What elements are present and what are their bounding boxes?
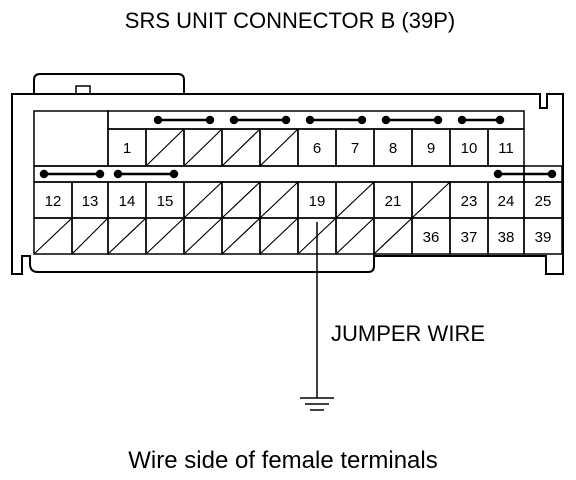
pin-39-label: 39 (535, 229, 552, 246)
shorting-bar-icon (39, 115, 557, 179)
row-middle (33, 165, 563, 219)
pin-38-label: 38 (498, 229, 515, 246)
pin-23-label: 23 (461, 193, 478, 210)
housing-outline (11, 93, 564, 275)
pin-numbers: 1 6 7 8 9 10 11 12 13 14 15 19 21 23 24 … (45, 140, 552, 246)
tab-slot (75, 85, 91, 95)
unused-cavity-marks (33, 128, 451, 255)
pin-12-label: 12 (45, 193, 62, 210)
pin-19-label: 19 (309, 193, 326, 210)
ground-symbol-icon (300, 397, 334, 411)
pin-7-label: 7 (351, 140, 359, 157)
diagram-caption: Wire side of female terminals (128, 447, 437, 474)
pin-36-label: 36 (423, 229, 440, 246)
jumper-wire-label: JUMPER WIRE (331, 321, 485, 346)
pin-9-label: 9 (427, 140, 435, 157)
pin-21-label: 21 (385, 193, 402, 210)
pin-15-label: 15 (157, 193, 174, 210)
pin-25-label: 25 (535, 193, 552, 210)
pin-8-label: 8 (389, 140, 397, 157)
pin-37-label: 37 (461, 229, 478, 246)
pin-14-label: 14 (119, 193, 136, 210)
cell-pin-39 (523, 217, 563, 255)
pin-1-label: 1 (123, 140, 131, 157)
pin-11-label: 11 (498, 140, 514, 157)
pin-24-label: 24 (498, 193, 515, 210)
pin-10-label: 10 (461, 140, 478, 157)
diagram-title: SRS UNIT CONNECTOR B (39P) (125, 8, 455, 33)
row-bottom (33, 217, 563, 255)
connector-housing (11, 73, 564, 275)
pin-6-label: 6 (313, 140, 321, 157)
pin-13-label: 13 (82, 193, 99, 210)
locking-tab (33, 73, 185, 94)
